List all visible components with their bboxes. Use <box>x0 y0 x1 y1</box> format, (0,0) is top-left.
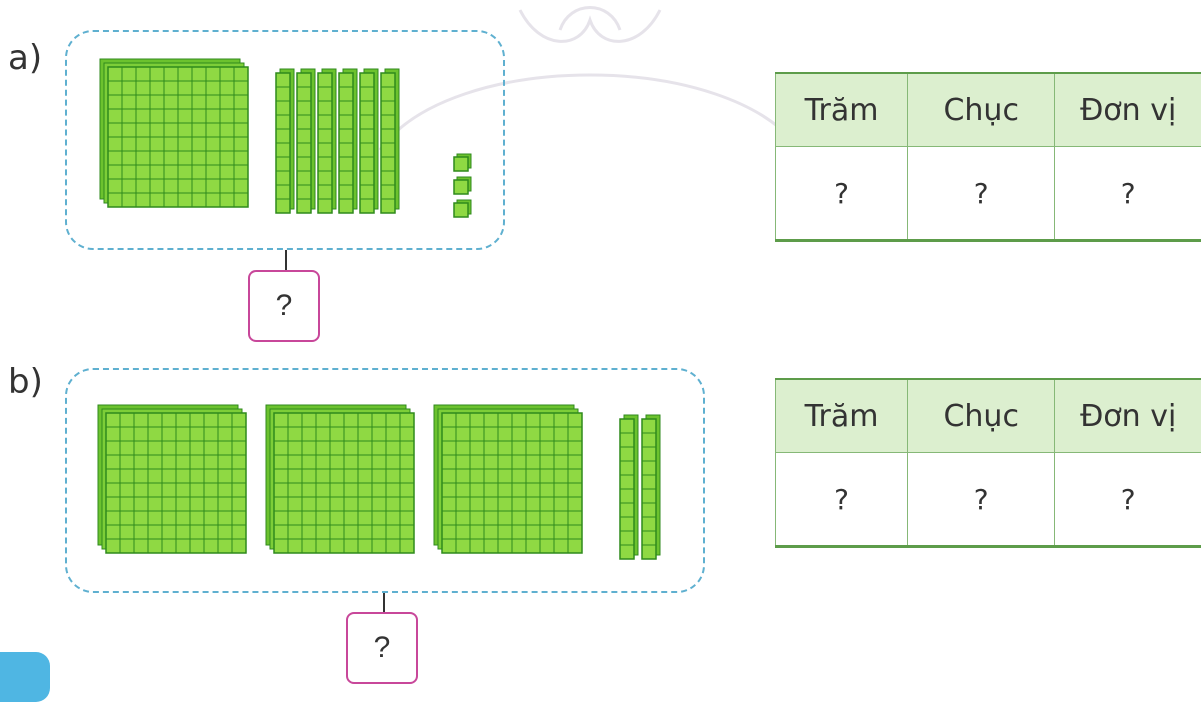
header-ones: Đơn vị <box>1054 72 1201 147</box>
cell-hundreds[interactable]: ? <box>774 146 909 241</box>
part-b-base-ten-blocks <box>97 404 661 560</box>
part-b-blocks-group <box>65 368 705 593</box>
ten-rod <box>619 414 639 560</box>
part-b-place-value-table: Trăm Chục Đơn vị ? ? ? <box>774 378 1201 548</box>
unit-cube <box>453 153 472 172</box>
part-a-place-value-table: Trăm Chục Đơn vị ? ? ? <box>774 72 1201 242</box>
part-b-connector-line <box>383 593 385 613</box>
ten-rod <box>359 68 379 214</box>
hundred-block <box>265 404 415 554</box>
cell-ones[interactable]: ? <box>1054 146 1201 241</box>
hundred-block <box>99 58 249 208</box>
cell-tens[interactable]: ? <box>907 452 1056 547</box>
corner-tab-decoration <box>0 652 50 702</box>
ten-rod <box>317 68 337 214</box>
header-hundreds: Trăm <box>774 72 909 147</box>
hundred-block <box>433 404 583 554</box>
hundred-block <box>97 404 247 554</box>
header-ones: Đơn vị <box>1054 378 1201 453</box>
part-a-base-ten-blocks <box>99 58 472 218</box>
header-tens: Chục <box>907 72 1056 147</box>
part-a-answer-box[interactable]: ? <box>248 270 320 342</box>
ten-rod <box>275 68 295 214</box>
part-a-label: a) <box>8 38 43 78</box>
unit-cube <box>453 176 472 195</box>
part-b-answer-box[interactable]: ? <box>346 612 418 684</box>
ten-rod <box>380 68 400 214</box>
part-b-label: b) <box>8 362 43 402</box>
cell-ones[interactable]: ? <box>1054 452 1201 547</box>
part-a-blocks-group <box>65 30 505 250</box>
header-hundreds: Trăm <box>774 378 909 453</box>
ten-rod <box>338 68 358 214</box>
part-a-connector-line <box>285 250 287 270</box>
cell-hundreds[interactable]: ? <box>774 452 909 547</box>
cell-tens[interactable]: ? <box>907 146 1056 241</box>
header-tens: Chục <box>907 378 1056 453</box>
ten-rod <box>296 68 316 214</box>
unit-cube <box>453 199 472 218</box>
ten-rod <box>641 414 661 560</box>
